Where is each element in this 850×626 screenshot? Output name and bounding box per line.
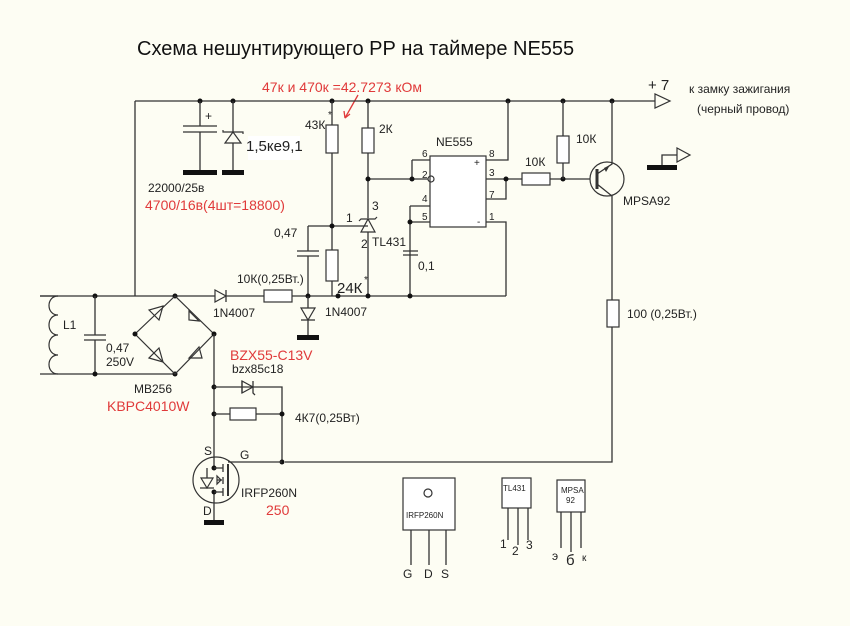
schematic-title: Схема нешунтирующего РР на таймере NE555 (137, 38, 574, 60)
r24k-star: * (364, 275, 368, 286)
resistor-43k (325, 101, 339, 296)
pinout-tl431 (501, 477, 532, 545)
ne555-pin6: 6 (422, 149, 428, 160)
r-input-label: 10К(0,25Вт.) (237, 272, 304, 286)
r-base-series-label: 10К (525, 155, 545, 169)
diode-gnd-label: 1N4007 (325, 305, 367, 319)
bridge-rectifier (132, 295, 217, 462)
cap01-label: 0,1 (418, 259, 435, 273)
ne555-pin2: 2 (422, 170, 428, 181)
pinout-irfp260n-pin-d: D (424, 567, 433, 581)
pinout-irfp260n-name: IRFP260N (406, 511, 444, 520)
mosfet-irfp260n (192, 456, 282, 525)
coil-cap-line1: 0,47 (106, 341, 130, 355)
supply-destination-line2: (черный провод) (697, 102, 789, 116)
supply-destination-line1: к замку зажигания (689, 82, 790, 96)
zener-alt-label: BZX55-C13V (230, 347, 313, 363)
r100-label: 100 (0,25Вт.) (627, 307, 697, 321)
capacitor-047 (297, 226, 319, 296)
mosfet-label: IRFP260N (241, 486, 297, 500)
tvs-label: 1,5ке9,1 (246, 138, 303, 155)
pinout-irfp260n (402, 477, 456, 565)
ne555-pin4: 4 (422, 194, 428, 205)
cap047-label: 0,47 (274, 226, 298, 240)
gate-zener-resistor (211, 379, 285, 465)
pinout-mpsa92-pin-c: к (582, 553, 587, 564)
cap-alt-label: 4700/16в(4шт=18800) (145, 197, 285, 213)
coil-cap-line2: 250V (106, 355, 134, 369)
annotation-arrow (344, 94, 359, 119)
ne555-pin8: 8 (489, 149, 495, 160)
bridge-alt-label: KBPC4010W (107, 398, 190, 414)
r24k-label: 24К (337, 280, 363, 297)
tl431-pin1: 1 (346, 211, 353, 225)
zener-label: bzx85c18 (232, 362, 284, 376)
supply-plus-label: + 7 (648, 77, 669, 94)
r43k-star: * (328, 110, 332, 121)
mosfet-alt-label: 250 (266, 502, 290, 518)
tvs-diode (222, 101, 244, 175)
top-rail (134, 93, 672, 296)
pinout-mpsa92-name-2: 92 (566, 496, 575, 505)
pinout-mpsa92 (556, 479, 586, 552)
pinout-mpsa92-pin-e: э (552, 549, 558, 563)
ne555-label: NE555 (436, 135, 473, 149)
ne555-pin5: 5 (422, 212, 428, 223)
diode-series-label: 1N4007 (213, 306, 255, 320)
tl431-label: TL431 (372, 235, 406, 249)
ne555-plus: + (474, 158, 480, 169)
base-circuit (521, 101, 590, 186)
pinout-irfp260n-pin-g: G (403, 567, 412, 581)
pinout-mpsa92-name-1: MPSA (561, 486, 584, 495)
ne555-minus: - (477, 217, 480, 228)
bridge-label: MB256 (134, 382, 172, 396)
r-gate-label: 4К7(0,25Вт) (295, 411, 360, 425)
pinout-tl431-name: TL431 (503, 484, 526, 493)
ne555-pin3: 3 (489, 168, 495, 179)
r2k-label: 2К (379, 122, 393, 136)
pinout-mpsa92-pin-b: б (566, 552, 575, 569)
ne555-pin1: 1 (489, 212, 495, 223)
supply-output-arrow (654, 93, 672, 109)
ground-output-symbol (647, 146, 692, 170)
tl431-pin2: 2 (361, 237, 368, 251)
mpsa92-transistor (589, 101, 625, 300)
tl431-symbol (308, 216, 378, 233)
pinout-irfp260n-pin-s: S (441, 567, 449, 581)
main-capacitor: + (183, 101, 217, 175)
coil-l1 (40, 295, 178, 377)
pinout-tl431-pin3: 3 (526, 538, 533, 552)
mosfet-pin-d: D (203, 504, 212, 518)
pinout-tl431-pin1: 1 (500, 537, 507, 551)
r43k-label: 43К (305, 118, 325, 132)
main-cap-label: 22000/25в (148, 181, 204, 195)
tl431-pin3: 3 (372, 199, 379, 213)
resistor-2k (361, 101, 412, 296)
middle-rail (40, 288, 506, 304)
resistor-100 (285, 299, 620, 463)
ne555-pin7: 7 (489, 190, 495, 201)
svg-text:+: + (205, 109, 212, 123)
annotation-arrow-head (343, 110, 351, 119)
parallel-resistor-note: 47к и 470к =42.7273 кОм (262, 79, 422, 95)
pinout-tl431-pin2: 2 (512, 544, 519, 558)
tvs-label-bg (248, 136, 300, 160)
mosfet-pin-g: G (240, 448, 249, 462)
coil-label: L1 (63, 318, 77, 332)
diode-to-ground (297, 296, 319, 340)
mosfet-pin-s: S (204, 444, 212, 458)
r-base-pull-label: 10К (576, 132, 596, 146)
mpsa92-label: MPSA92 (623, 194, 671, 208)
ne555-ic (403, 101, 522, 296)
